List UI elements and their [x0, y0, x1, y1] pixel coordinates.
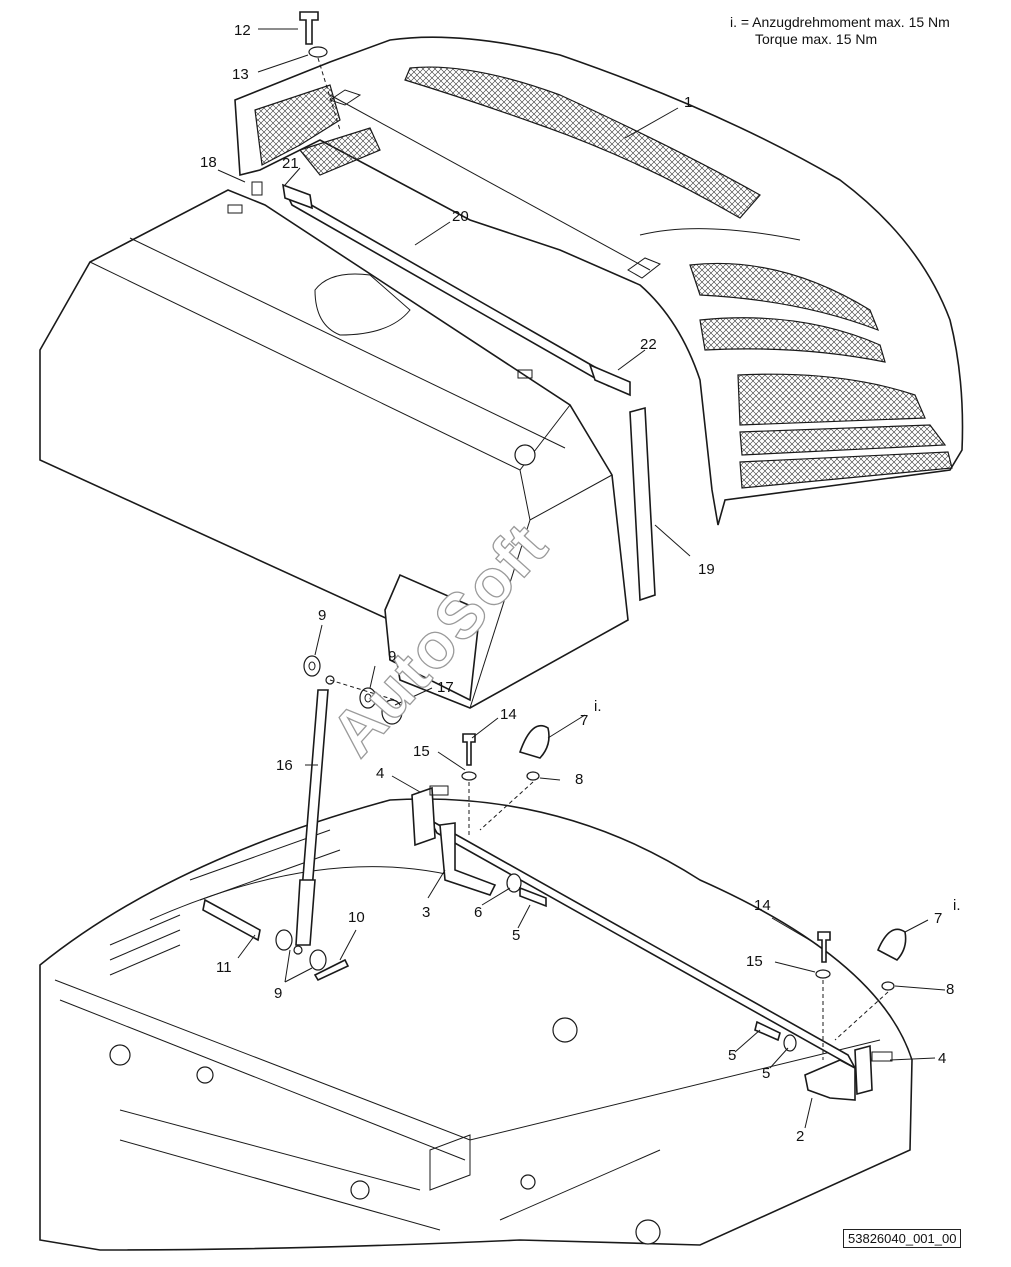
callout-1: 1: [684, 94, 692, 111]
side-grille-3: [737, 373, 926, 426]
side-grille-1: [689, 262, 880, 332]
top-grille: [404, 66, 761, 219]
seal-strips: [251, 181, 656, 602]
drawing-number: 53826040_001_00: [843, 1229, 962, 1248]
callout-5-c: 5: [762, 1065, 770, 1082]
left-side-grille: [254, 84, 341, 166]
torque-note-line-1: i. = Anzugdrehmoment max. 15 Nm: [730, 14, 950, 30]
callout-11: 11: [216, 959, 232, 976]
washers-and-bushings: [202, 655, 797, 1052]
callout-14-left: 14: [500, 706, 517, 723]
left-side-grille-lower: [298, 127, 381, 176]
callout-10: 10: [348, 909, 365, 926]
callout-20: 20: [452, 208, 469, 225]
callout-21: 21: [282, 155, 299, 172]
callout-3: 3: [422, 904, 430, 921]
bracket-3: [439, 822, 497, 896]
callout-15-right: 15: [746, 953, 763, 970]
hinge-rail: [411, 785, 893, 1101]
callout-6: 6: [474, 904, 482, 921]
gas-strut: [293, 675, 335, 955]
callout-16: 16: [276, 757, 293, 774]
callout-7-left: 7: [580, 712, 588, 729]
callout-9-top: 9: [318, 607, 326, 624]
torque-marker-left: i.: [594, 698, 602, 715]
callout-13: 13: [232, 66, 249, 83]
pin-bracket-4-left: [411, 786, 436, 847]
bolts-and-buffers: [299, 11, 907, 991]
callout-15-left: 15: [413, 743, 430, 760]
side-grille-2: [699, 317, 886, 363]
leader-lines: [217, 28, 946, 1129]
callout-9-mid: 9: [388, 648, 396, 665]
round-opening: [514, 444, 536, 466]
callout-labels: 12 13 1 18 21 20 22 19 9 9 17 16 14 15 7…: [200, 22, 961, 1145]
torque-note: i. = Anzugdrehmoment max. 15 Nm Torque m…: [730, 14, 950, 48]
bracket-2: [804, 1059, 856, 1101]
callout-17: 17: [437, 679, 454, 696]
callout-18: 18: [200, 154, 217, 171]
callout-19: 19: [698, 561, 715, 578]
callout-4-left: 4: [376, 765, 384, 782]
base-frame: [39, 798, 913, 1251]
torque-note-line-2: Torque max. 15 Nm: [755, 31, 878, 47]
side-grille-5: [739, 451, 953, 489]
callout-7-right: 7: [934, 910, 942, 927]
rear-hood: [234, 36, 964, 526]
torque-marker-right: i.: [953, 897, 961, 914]
callout-12: 12: [234, 22, 251, 39]
callout-4-right: 4: [938, 1050, 946, 1067]
callout-8-left: 8: [575, 771, 583, 788]
pin-bracket-4-right: [854, 1044, 873, 1096]
engine-cover: [39, 189, 629, 709]
side-grille-4: [739, 424, 947, 456]
callout-8-right: 8: [946, 981, 954, 998]
callout-2: 2: [796, 1128, 804, 1145]
callout-22: 22: [640, 336, 657, 353]
callout-14-right: 14: [754, 897, 771, 914]
assembly-lines: [317, 57, 889, 1060]
callout-5-b: 5: [728, 1047, 736, 1064]
callout-9-bottom: 9: [274, 985, 282, 1002]
callout-5-a: 5: [512, 927, 520, 944]
